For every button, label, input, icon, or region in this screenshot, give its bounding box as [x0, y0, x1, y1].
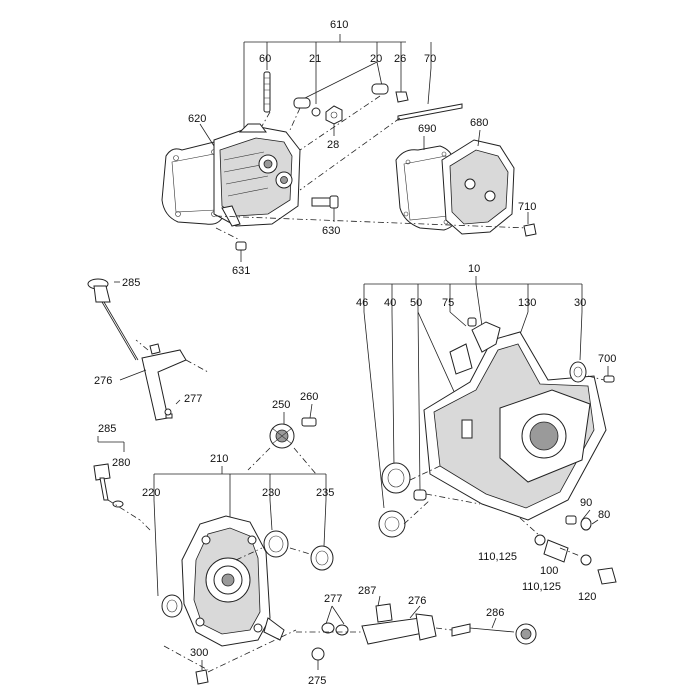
- label-90: 90: [580, 497, 592, 509]
- oil-fill-tube: [141, 349, 187, 421]
- push-rod: [397, 103, 463, 121]
- bearing-40: [381, 462, 411, 494]
- label-235: 235: [316, 487, 334, 499]
- label-300: 300: [190, 647, 208, 659]
- plug-275: [311, 647, 325, 661]
- label-110-125-a: 110,125: [478, 551, 517, 563]
- label-20: 20: [370, 53, 382, 65]
- label-276-left: 276: [94, 375, 112, 387]
- label-276-bottom: 276: [408, 595, 426, 607]
- drain-plug-100: [543, 539, 569, 563]
- label-110-125-b: 110,125: [522, 581, 561, 593]
- label-75: 75: [442, 297, 454, 309]
- label-28: 28: [327, 139, 339, 151]
- cover-nut: [523, 223, 537, 237]
- label-275: 275: [308, 675, 326, 687]
- drain-plug: [93, 463, 111, 481]
- oil-seal-46: [378, 510, 406, 538]
- label-120: 120: [578, 591, 596, 603]
- cover-bolt-300: [195, 669, 209, 685]
- label-631: 631: [232, 265, 250, 277]
- label-280: 280: [112, 457, 130, 469]
- oil-filler-group: [296, 595, 537, 670]
- label-80: 80: [598, 509, 610, 521]
- label-50: 50: [410, 297, 422, 309]
- label-680: 680: [470, 117, 488, 129]
- label-21: 21: [309, 53, 321, 65]
- oil-seal-30: [569, 361, 587, 383]
- label-700: 700: [598, 353, 616, 365]
- label-46: 46: [356, 297, 368, 309]
- crankcase-cover-group: [139, 466, 334, 685]
- cylinder-head: [213, 123, 301, 227]
- label-100: 100: [540, 565, 558, 577]
- label-277-left: 277: [184, 393, 202, 405]
- crankcase-group: [363, 276, 617, 585]
- label-710: 710: [518, 201, 536, 213]
- label-26: 26: [394, 53, 406, 65]
- nut: [325, 105, 343, 125]
- cover-bolt: [311, 197, 333, 207]
- label-30: 30: [574, 297, 586, 309]
- label-210: 210: [210, 453, 228, 465]
- label-277-bottom: 277: [324, 593, 342, 605]
- drain-bolt: [235, 241, 247, 251]
- label-70: 70: [424, 53, 436, 65]
- label-285-left: 285: [98, 423, 116, 435]
- label-10: 10: [468, 263, 480, 275]
- washer: [311, 107, 321, 117]
- label-286: 286: [486, 607, 504, 619]
- label-250: 250: [272, 399, 290, 411]
- label-610: 610: [330, 19, 348, 31]
- dipstick-group: [87, 278, 209, 521]
- cylinder-head-group: [161, 34, 537, 262]
- label-260: 260: [300, 391, 318, 403]
- label-130: 130: [518, 297, 536, 309]
- label-630: 630: [322, 225, 340, 237]
- label-620: 620: [188, 113, 206, 125]
- oil-seal-220: [161, 594, 183, 618]
- label-220: 220: [142, 487, 160, 499]
- label-230: 230: [262, 487, 280, 499]
- oil-seal-235: [310, 545, 334, 571]
- label-287: 287: [358, 585, 376, 597]
- governor-group: [247, 403, 317, 475]
- dipstick-286: [451, 623, 471, 637]
- callout-labels: 610 60 21 20 26 70 620 28 690 680 710 63…: [94, 19, 616, 687]
- label-285-top: 285: [122, 277, 140, 289]
- stud-bolt: [263, 71, 271, 113]
- bearing-230: [263, 530, 289, 558]
- label-60: 60: [259, 53, 271, 65]
- label-690: 690: [418, 123, 436, 135]
- label-40: 40: [384, 297, 396, 309]
